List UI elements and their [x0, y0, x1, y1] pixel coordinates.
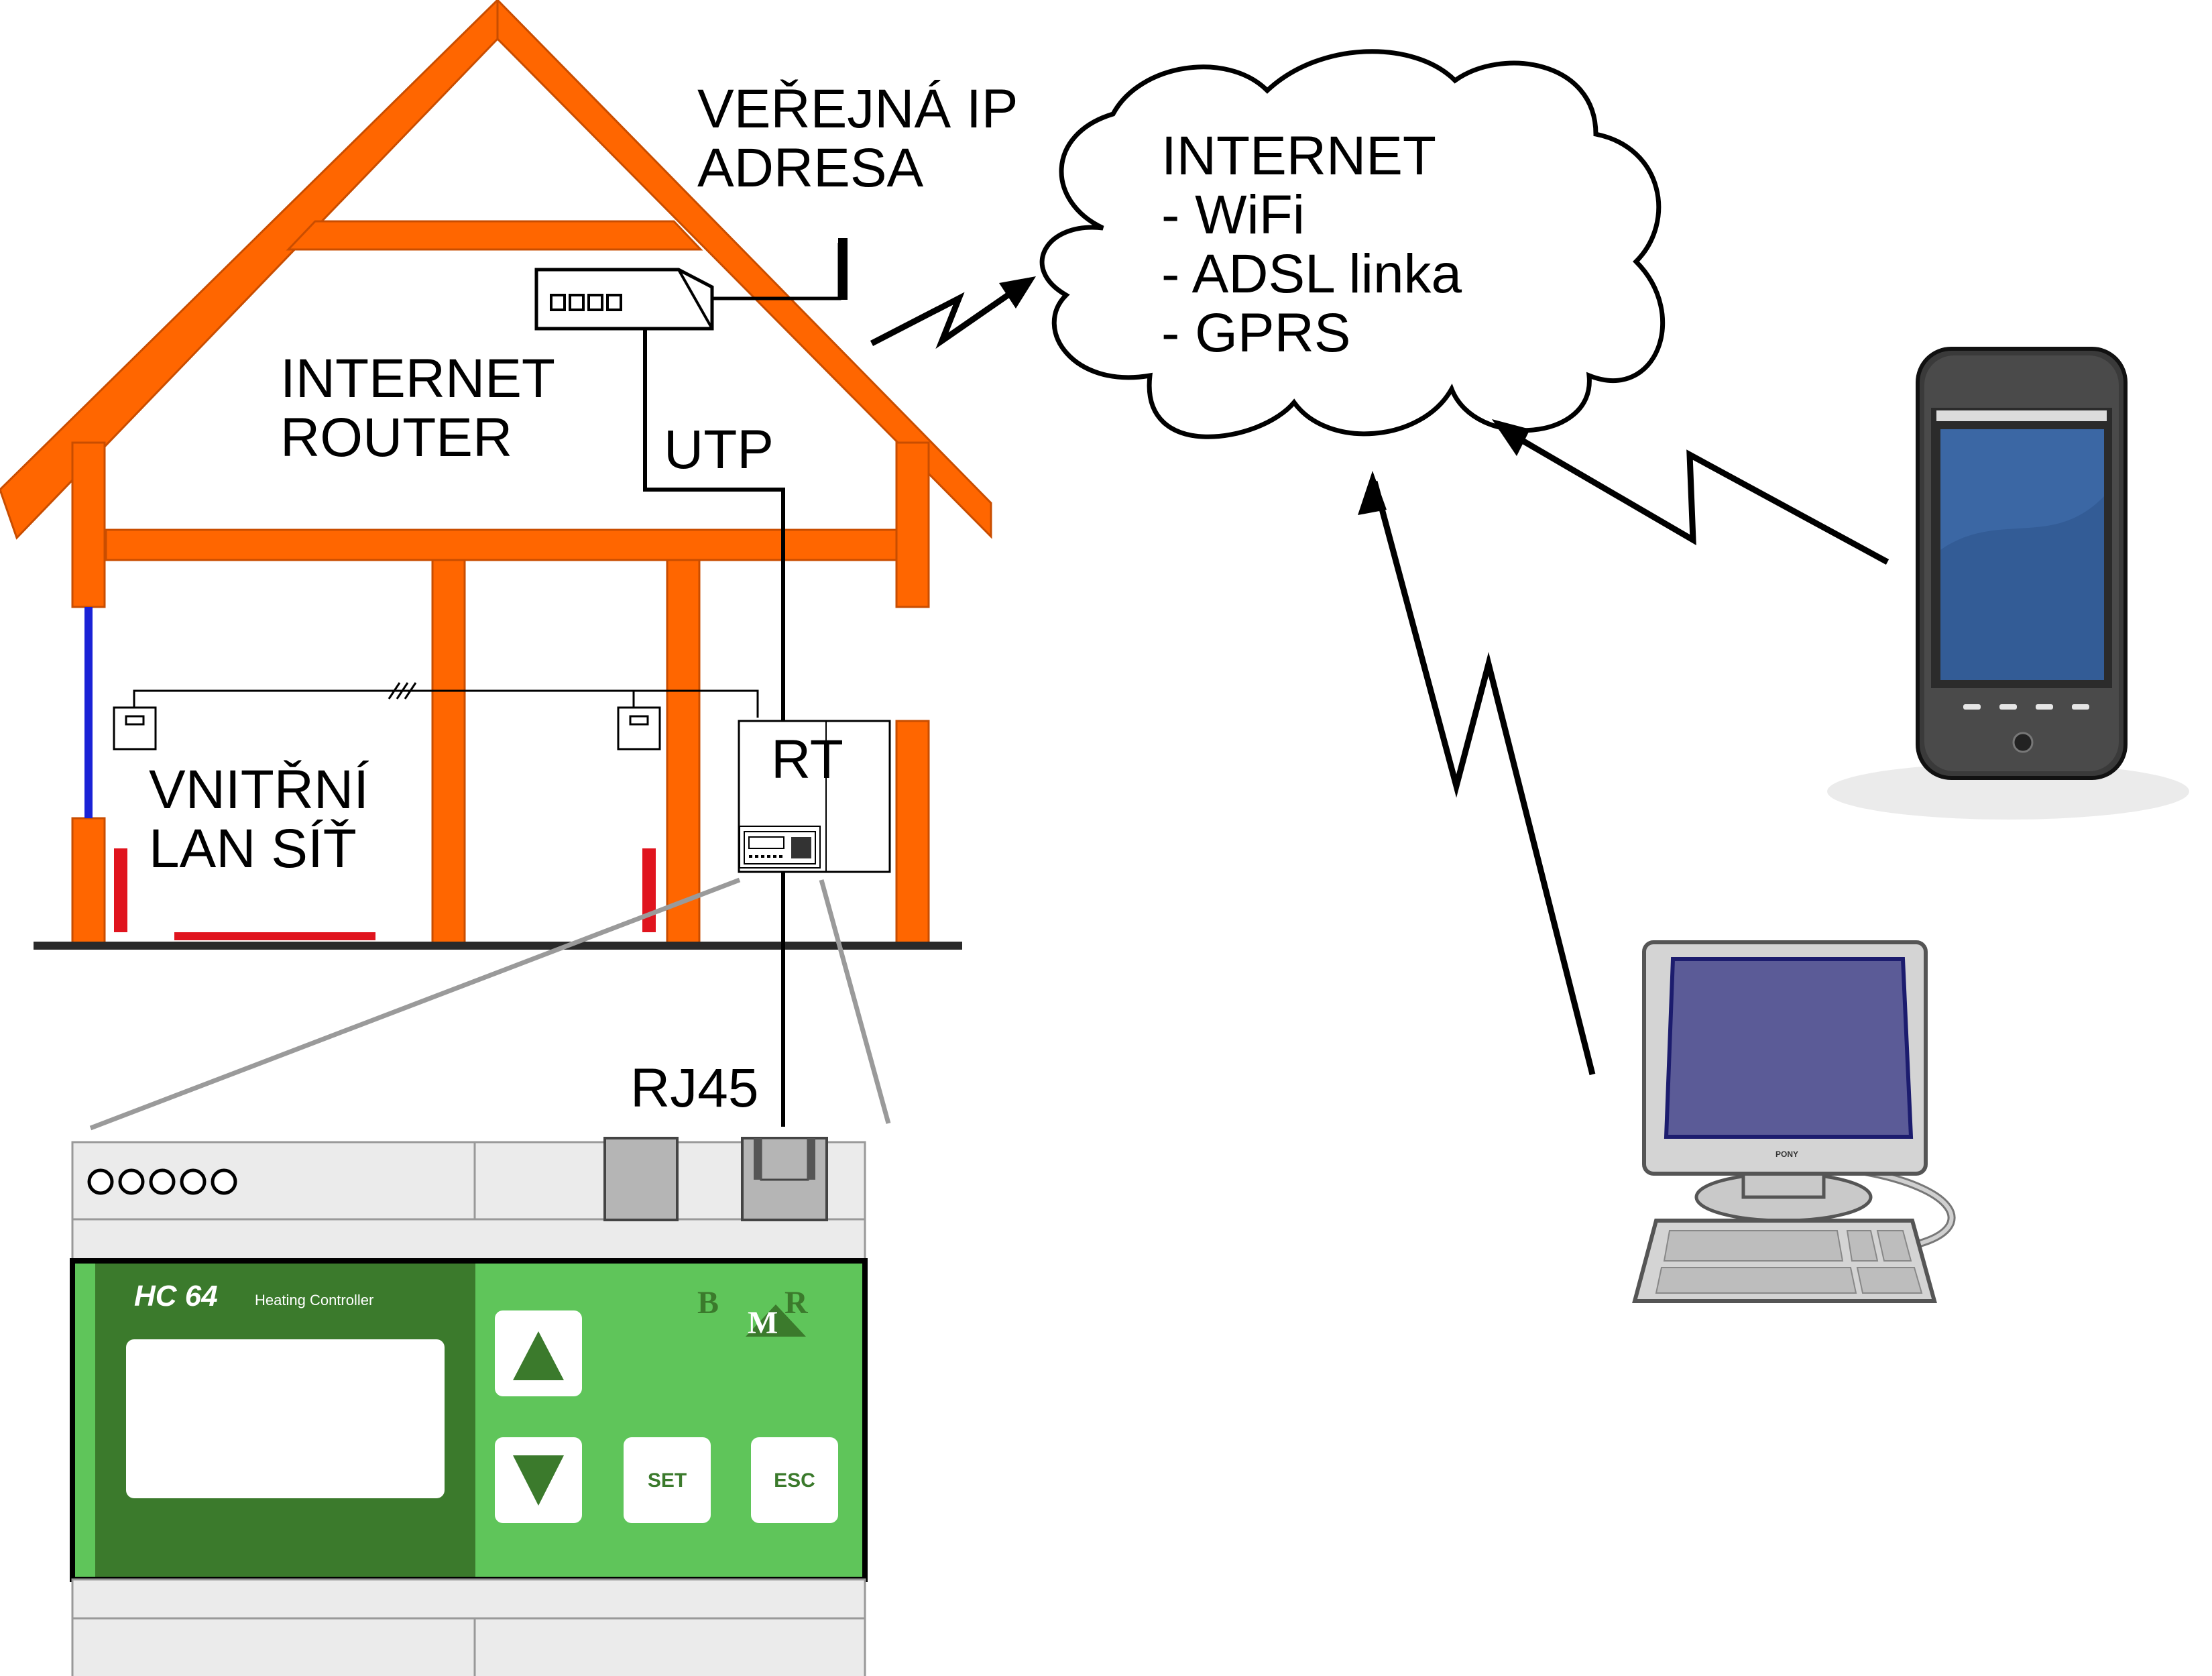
- svg-text:SET: SET: [648, 1469, 687, 1492]
- down-arrow-icon: [513, 1455, 564, 1506]
- house: [0, 0, 992, 1127]
- zoom-line-left: [89, 877, 741, 1131]
- router-to-cloud-link: [870, 278, 1031, 349]
- lan-label-line1: VNITŘNÍ: [149, 759, 369, 820]
- link-arrowheads: [999, 276, 1530, 515]
- lan-label-line2: LAN SÍŤ: [149, 818, 357, 879]
- utp-cable: [643, 329, 785, 723]
- radiator-right: [642, 848, 656, 932]
- subtitle-label: Heating Controller: [255, 1292, 373, 1308]
- esc-button[interactable]: ESC: [751, 1437, 838, 1523]
- room-sensor-right: [617, 706, 661, 750]
- hc64-controller: HC 64 Heating Controller B M R SET ESC: [70, 1137, 868, 1676]
- public-ip-label-line2: ADRESA: [697, 137, 924, 199]
- router-antenna: [838, 238, 848, 300]
- public-ip-label-line1: VEŘEJNÁ IP: [697, 78, 1018, 139]
- set-button[interactable]: SET: [624, 1437, 711, 1523]
- left-outer-post-top: [71, 441, 106, 608]
- left-outer-post-bottom: [71, 817, 106, 946]
- router-label-line1: INTERNET: [280, 348, 555, 409]
- sensor-wiring: [133, 682, 759, 718]
- up-arrow-icon: [513, 1331, 564, 1380]
- inner-post-1: [431, 559, 466, 946]
- right-outer-post-top: [895, 441, 930, 608]
- right-outer-post-bottom: [895, 720, 930, 946]
- roof-right-beam: [496, 0, 992, 539]
- rt-label: RT: [771, 729, 843, 790]
- phone-status-bar: [1936, 410, 2107, 421]
- collar-beam: [286, 220, 703, 251]
- svg-text:ESC: ESC: [774, 1469, 815, 1492]
- connector-left: [603, 1137, 679, 1221]
- monitor-screen: [1664, 957, 1914, 1139]
- inner-post-2: [666, 559, 701, 946]
- cloud-label-line1: INTERNET: [1161, 125, 1436, 186]
- wireless-links: [870, 278, 1889, 1076]
- router-label-line2: ROUTER: [280, 407, 512, 468]
- pc-to-cloud-link: [1371, 480, 1596, 1076]
- internet-cloud: [1039, 49, 1665, 439]
- terminal-screws: [87, 1168, 237, 1195]
- down-button[interactable]: [495, 1437, 582, 1523]
- svg-text:R: R: [784, 1285, 809, 1321]
- smartphone: [1827, 347, 2189, 820]
- cloud-label-line4: - GPRS: [1161, 302, 1350, 364]
- cloud-label-line3: - ADSL linka: [1161, 243, 1462, 304]
- model-label: HC 64: [134, 1280, 218, 1312]
- desktop-computer: PONY: [1632, 940, 1956, 1303]
- phone-to-cloud-link: [1499, 425, 1889, 565]
- floor-heating: [174, 932, 375, 940]
- floor-line: [34, 942, 962, 950]
- rj45-label: RJ45: [630, 1058, 758, 1119]
- svg-text:M: M: [748, 1305, 778, 1341]
- svg-text:B: B: [697, 1285, 719, 1321]
- zoom-line-right: [819, 879, 891, 1124]
- monitor-brand: PONY: [1776, 1150, 1798, 1159]
- cloud-label-line2: - WiFi: [1161, 184, 1305, 245]
- rt-unit: [738, 720, 891, 873]
- lcd-display: [126, 1339, 445, 1498]
- router-device: [534, 238, 848, 331]
- radiator-left: [114, 848, 127, 932]
- up-button[interactable]: [495, 1310, 582, 1396]
- phone-camera: [2012, 732, 2034, 753]
- bmr-logo: B M R: [697, 1285, 809, 1341]
- rj45-port: [741, 1137, 828, 1221]
- utp-label: UTP: [664, 419, 774, 480]
- room-sensor-left: [113, 706, 157, 750]
